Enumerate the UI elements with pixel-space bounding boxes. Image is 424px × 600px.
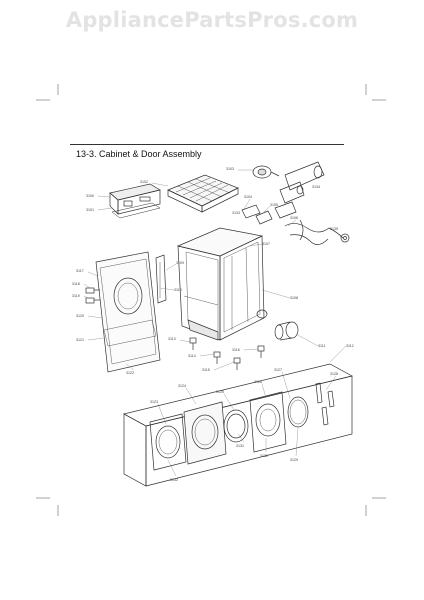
door-glass-ring — [287, 396, 309, 428]
gasket-ring — [223, 409, 249, 443]
side-rail — [155, 254, 167, 304]
part-callout: 3117 — [76, 269, 84, 273]
part-callout: 3111 — [318, 344, 325, 348]
leveling-feet — [189, 337, 265, 370]
part-callout: 3101 — [86, 208, 94, 212]
part-callout: 3104 — [244, 195, 252, 199]
door-tray-outline — [123, 363, 353, 487]
part-callout: 3100 — [86, 194, 94, 198]
wire-harness — [284, 219, 350, 245]
part-callout: 3130 — [260, 454, 268, 458]
control-panel — [109, 183, 161, 219]
part-callout: 3107 — [262, 242, 270, 246]
part-callout: 3122 — [126, 371, 134, 375]
part-callout: 3113 — [168, 337, 176, 341]
front-panel — [95, 251, 161, 373]
part-callout: 3123 — [150, 400, 158, 404]
title-rule — [70, 144, 344, 145]
callout-labels: 3100 3101 3102 3103 3104 3105 3106 3107 … — [72, 167, 354, 482]
door-inner-panel — [249, 391, 287, 453]
part-callout: 3129 — [290, 458, 298, 462]
part-callout: 3134 — [312, 185, 320, 189]
door-frame — [183, 401, 227, 465]
door-outer-ring — [149, 413, 187, 471]
cylinder-part — [274, 321, 299, 341]
part-callout: 3127 — [274, 368, 282, 372]
part-callout: 3125 — [216, 390, 224, 394]
part-callout: 3114 — [188, 354, 196, 358]
part-callout: 3124 — [178, 384, 186, 388]
part-callout: 3106 — [290, 216, 298, 220]
motor-part — [252, 165, 280, 179]
duct-assembly — [274, 161, 325, 219]
part-callout: 3135 — [330, 227, 338, 231]
part-callout: 3119 — [72, 294, 80, 298]
part-callout: 3103 — [226, 167, 234, 171]
part-callout: 3112 — [346, 344, 354, 348]
part-callout: 3108 — [290, 296, 298, 300]
door-hinge — [85, 287, 100, 304]
watermark-logo: AppliancePartsPros.com — [65, 8, 359, 32]
part-callout: 3109 — [176, 261, 184, 265]
cabinet-body — [176, 227, 268, 341]
part-callout: 3116 — [232, 348, 240, 352]
part-callout: 3120 — [76, 314, 84, 318]
section-title: 13-3. Cabinet & Door Assembly — [76, 149, 202, 159]
part-callout: 3132 — [170, 478, 178, 482]
part-callout: 3118 — [72, 282, 80, 286]
part-callout: 3105 — [270, 203, 278, 207]
part-callout: 3128 — [330, 372, 338, 376]
part-callout: 3131 — [236, 444, 244, 448]
hinge-bars — [315, 382, 335, 426]
bracket-part — [241, 204, 273, 225]
top-plate — [167, 174, 239, 213]
part-callout: 3133 — [232, 211, 240, 215]
part-callout: 3121 — [76, 338, 84, 342]
part-callout: 3115 — [202, 368, 210, 372]
part-callout: 3102 — [140, 180, 148, 184]
part-callout: 3126 — [254, 380, 262, 384]
leader-lines — [83, 169, 347, 477]
part-callout: 3110 — [174, 288, 182, 292]
crop-marks — [36, 84, 386, 516]
